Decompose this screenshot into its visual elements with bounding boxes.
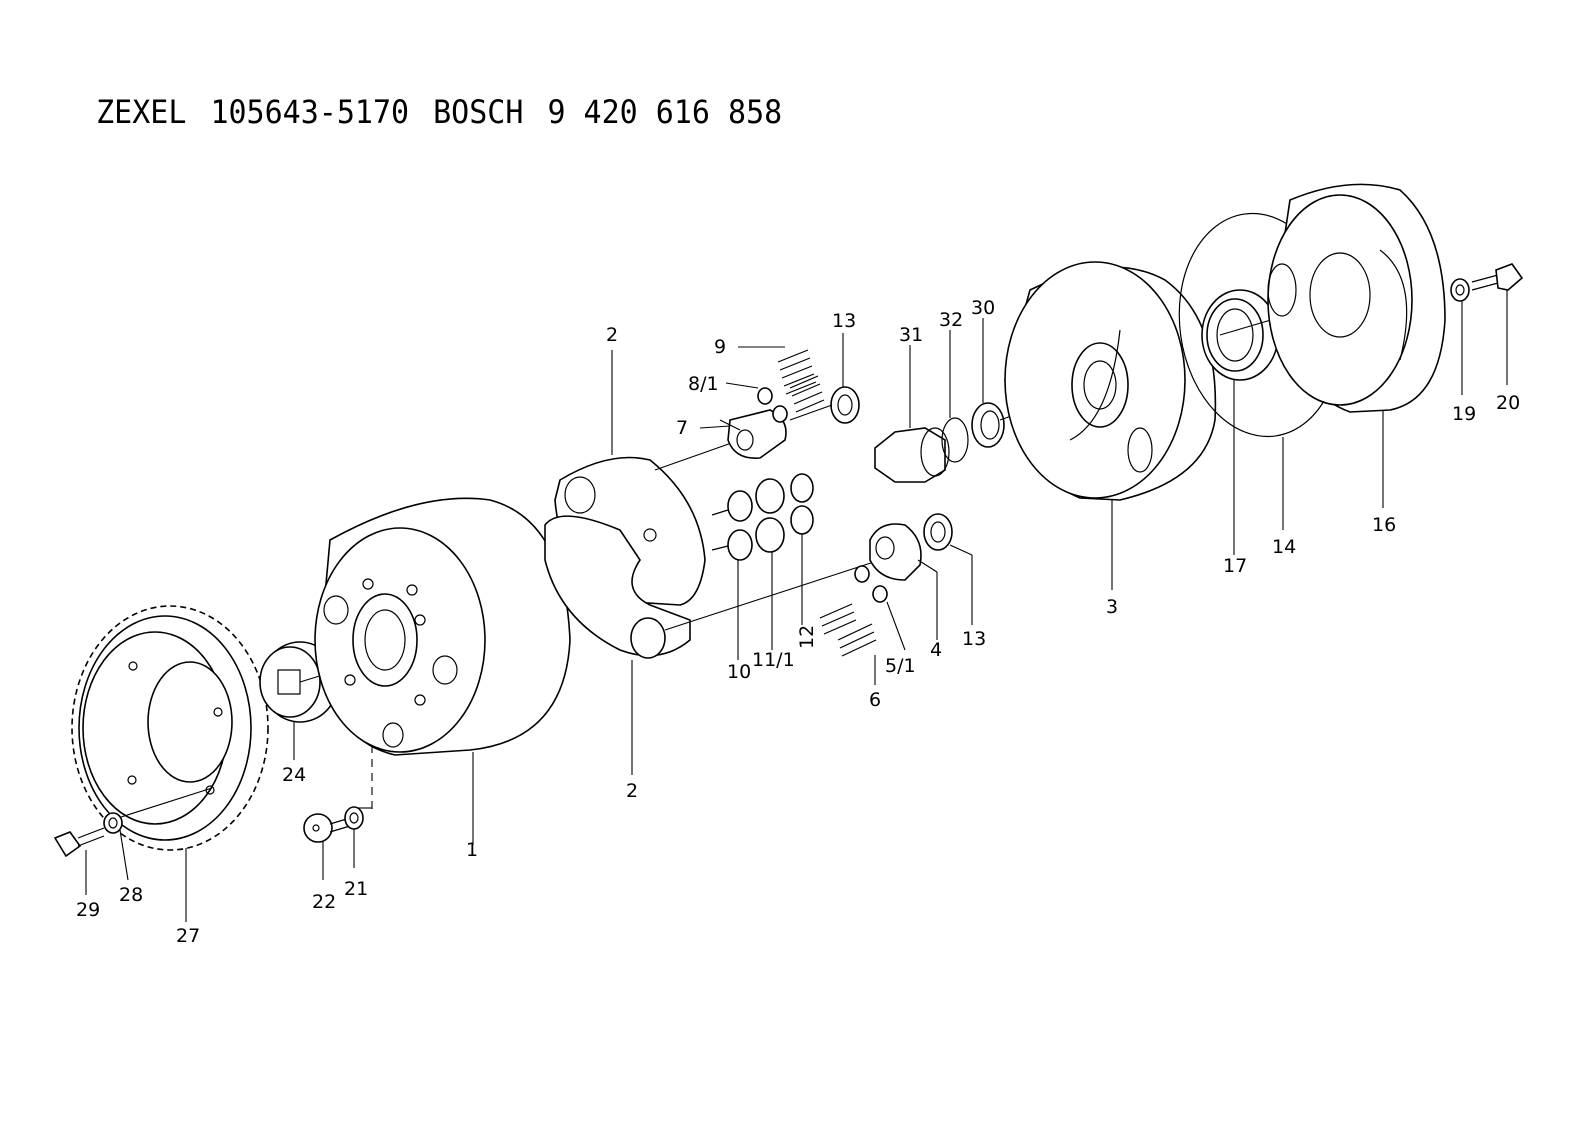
gear-27 [71, 605, 269, 851]
callout-30: 30 [971, 297, 995, 319]
washer-13-upper [789, 333, 860, 424]
spring-9b [789, 375, 825, 413]
bosch-part-number: 9 420 616 858 [547, 93, 783, 132]
washer-13-lower [923, 513, 973, 625]
callout-21: 21 [344, 878, 368, 900]
callout-29: 29 [76, 899, 100, 921]
callout-labels: 1 2 2 3 4 5/1 6 7 8/1 9 10 11/1 12 13 13… [76, 297, 1520, 947]
callout-10: 10 [727, 661, 751, 683]
callout-12: 12 [796, 625, 818, 649]
callout-1: 1 [466, 839, 478, 861]
retainer-8-1 [725, 382, 788, 423]
callout-5-1: 5/1 [885, 655, 916, 677]
o-ring-32 [941, 330, 969, 463]
callout-2-upper: 2 [606, 324, 618, 346]
bushing-11-1 [755, 478, 785, 650]
callout-6: 6 [869, 689, 881, 711]
page-title: ZEXEL 105643-5170 BOSCH 9 420 616 858 [60, 56, 806, 132]
bushing-10 [711, 490, 753, 660]
callout-13-upper: 13 [832, 310, 856, 332]
washer-19 [1450, 278, 1470, 395]
retainer-5-1 [854, 565, 906, 651]
cover-3 [1004, 261, 1217, 590]
spring-9 [738, 346, 817, 395]
zexel-part-number: 105643-5170 [210, 93, 410, 132]
bolt-29 [53, 827, 105, 858]
callout-22: 22 [312, 891, 336, 913]
callout-14: 14 [1272, 536, 1296, 558]
maker-zexel: ZEXEL [96, 93, 187, 132]
callout-11-1: 11/1 [752, 649, 795, 671]
housing-1 [314, 497, 571, 845]
callout-2-lower: 2 [626, 780, 638, 802]
bolt-20 [1471, 263, 1524, 385]
callout-4: 4 [930, 639, 942, 661]
flyweight-2-lower [544, 515, 881, 775]
callout-9: 9 [714, 336, 726, 358]
lever-4 [869, 523, 938, 640]
washer-12 [790, 473, 814, 625]
washer-28 [103, 812, 123, 834]
callout-7: 7 [676, 417, 688, 439]
spring-6 [819, 603, 877, 685]
callout-24: 24 [282, 764, 306, 786]
callout-19: 19 [1452, 403, 1476, 425]
callout-31: 31 [899, 324, 923, 346]
plug-31 [874, 345, 950, 483]
screw-22 [303, 813, 351, 880]
callout-28: 28 [119, 884, 143, 906]
callout-27: 27 [176, 925, 200, 947]
callout-8-1: 8/1 [688, 373, 719, 395]
callout-20: 20 [1496, 392, 1520, 414]
callout-13-lower: 13 [962, 628, 986, 650]
cover-16 [1267, 183, 1446, 508]
callout-3: 3 [1106, 596, 1118, 618]
callout-16: 16 [1372, 514, 1396, 536]
callout-17: 17 [1223, 555, 1247, 577]
leader-lines [85, 419, 741, 922]
callout-32: 32 [939, 309, 963, 331]
maker-bosch: BOSCH [433, 93, 524, 132]
washer-21 [344, 806, 372, 868]
